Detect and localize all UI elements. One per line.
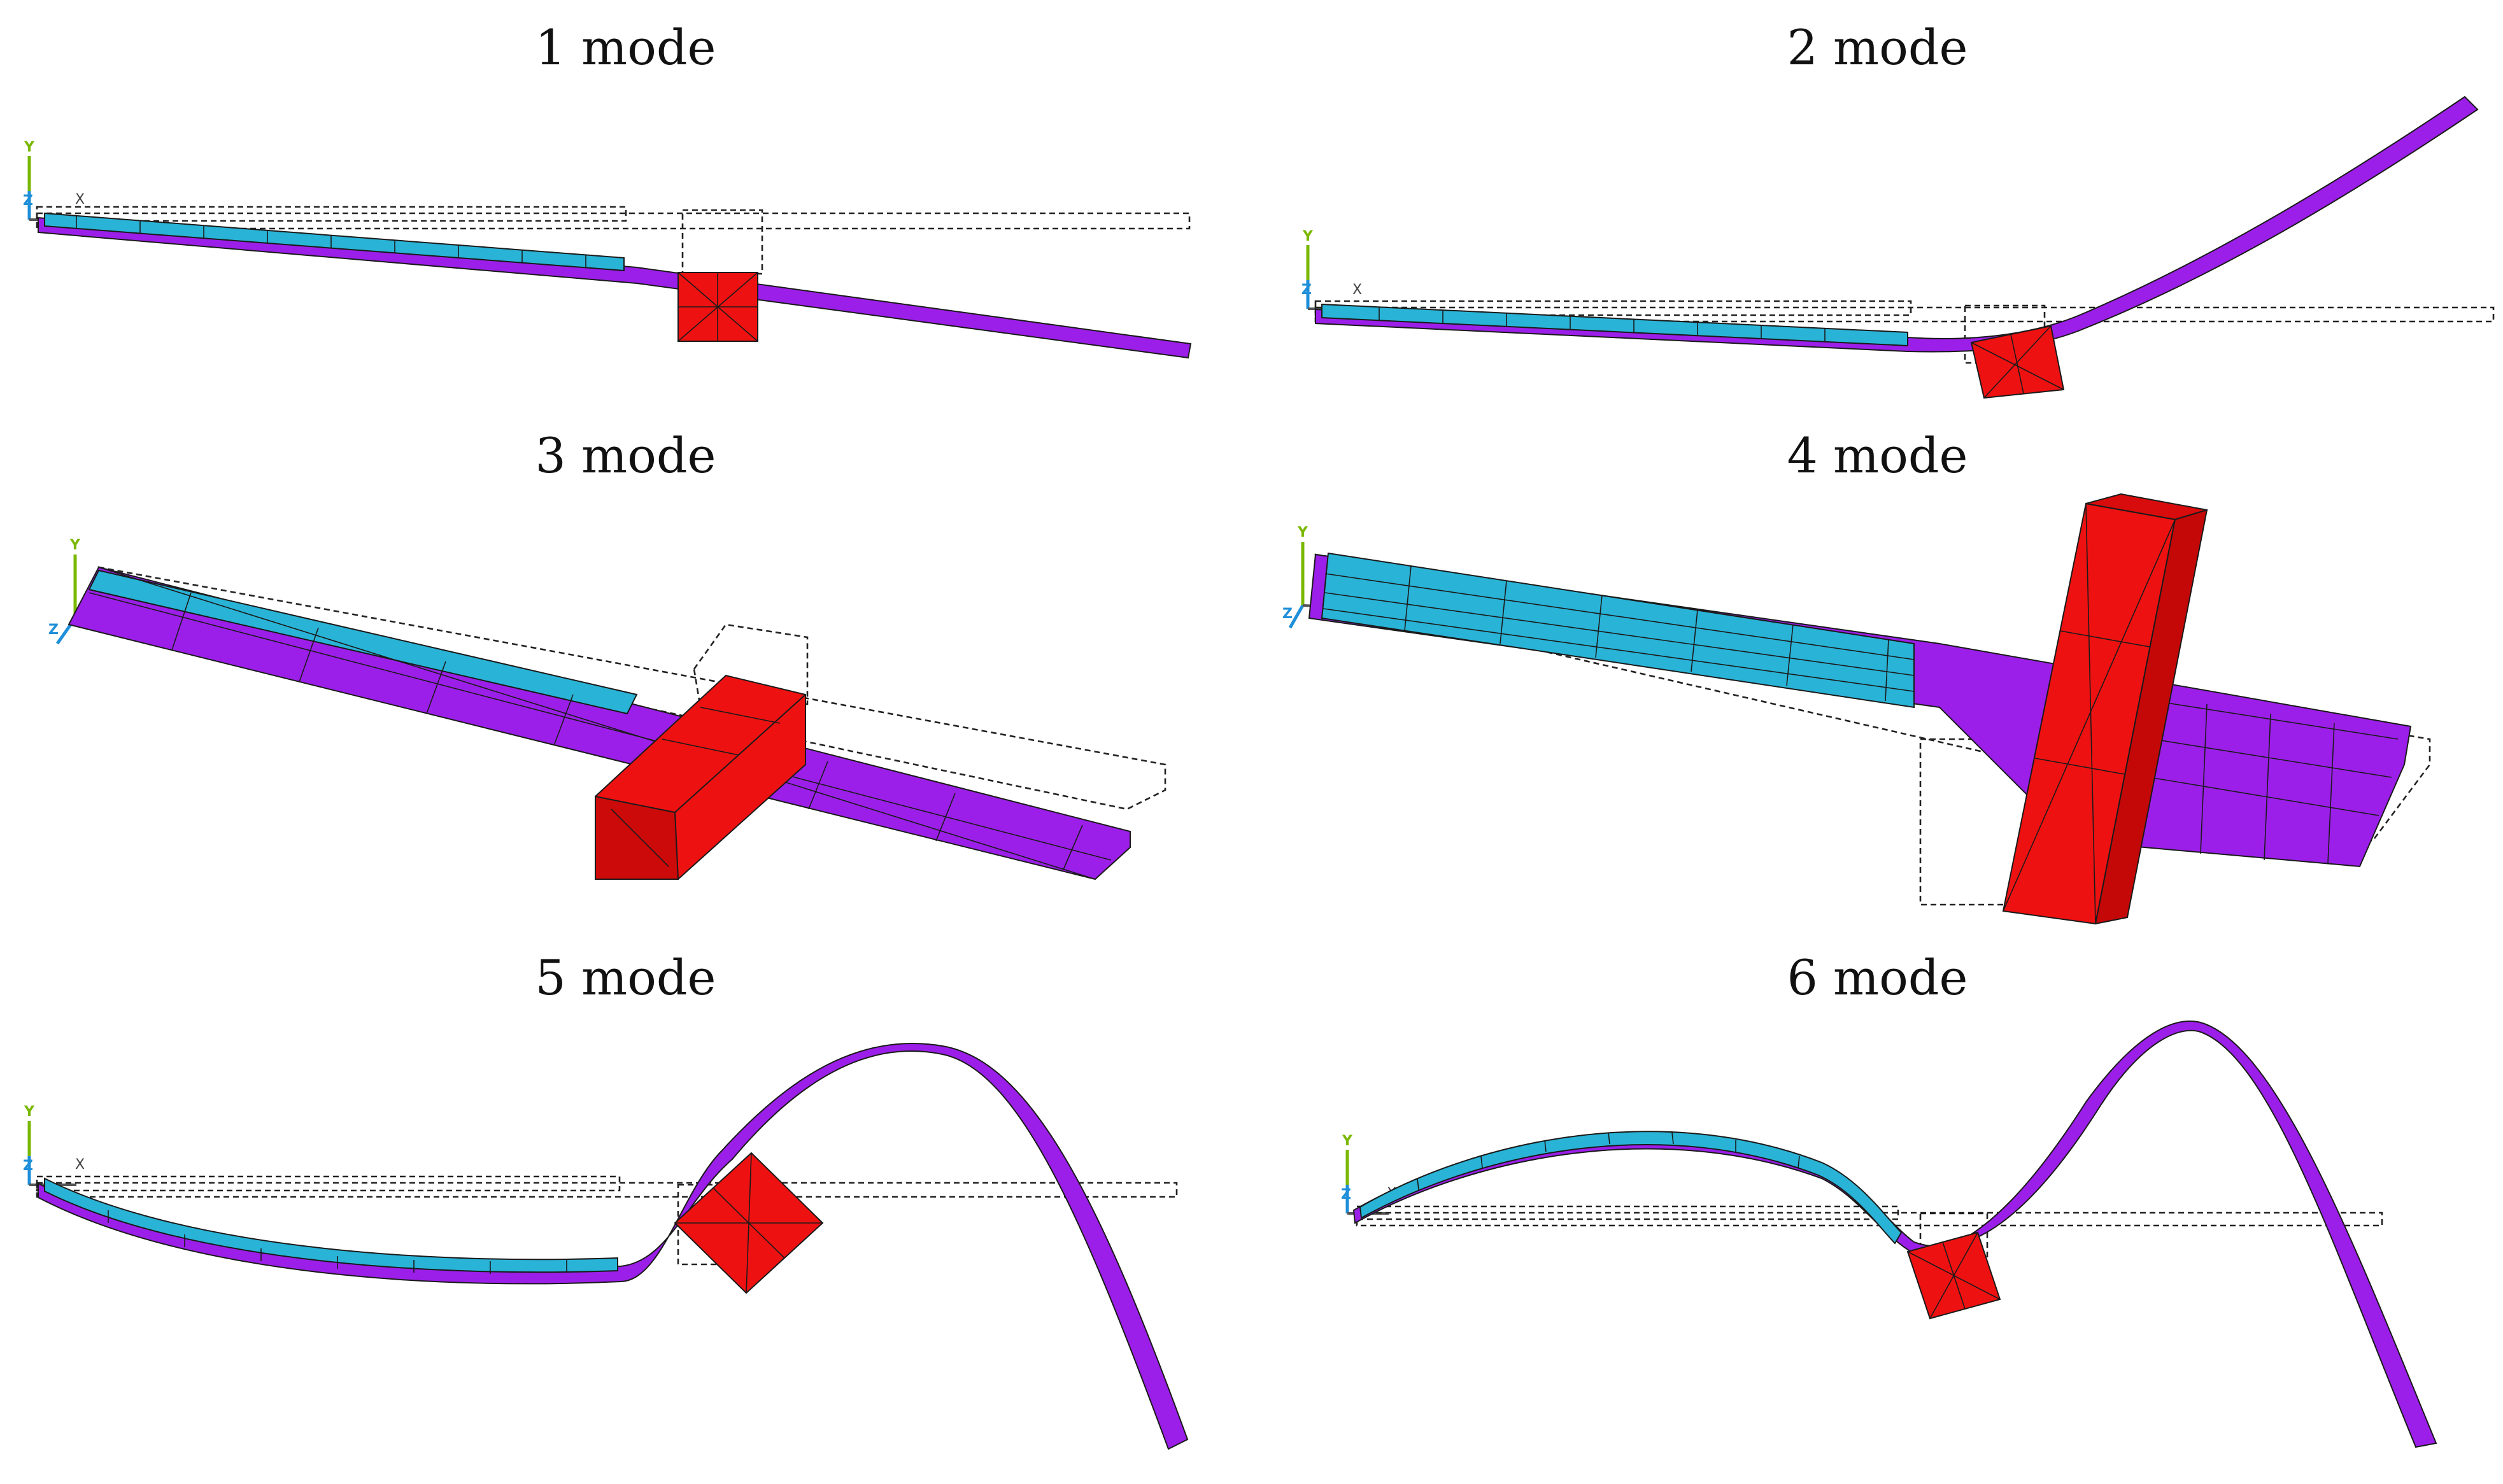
piezo-layer [44,1177,618,1273]
mode-6-title: 6 mode [1787,949,1968,1006]
piezo-layer [1321,552,1915,709]
axis-y-label: Y [1302,229,1314,244]
mode-2-title: 2 mode [1787,19,1968,76]
deformed-beam [38,216,1192,359]
axis-z-label: Z [23,193,33,209]
mode-5-panel: 5 mode Y Z X [0,930,1251,1484]
axis-x-label: X [75,1157,85,1173]
axis-y-label: Y [1297,525,1308,541]
tip-mass [2002,493,2208,925]
mode-1-title: 1 mode [535,19,716,76]
axis-x-label: X [75,192,85,208]
axis-z-label: Z [1341,1187,1351,1203]
mode-4-drawing: Y Z X [1282,493,2431,925]
mode-6-drawing: Y Z X [1341,1020,2437,1448]
piezo-layer [88,569,638,715]
beam-mesh-lines [89,567,1112,880]
tip-mass [677,272,758,342]
mode-5-title: 5 mode [535,949,716,1006]
mode-4-panel: 4 mode Y Z X [1252,408,2503,925]
mode-1-panel: 1 mode Y Z X [0,0,1251,495]
mode-2-drawing: Y Z X [1301,95,2495,399]
mode-4-title: 4 mode [1787,427,1968,484]
axis-x-label: X [1352,282,1362,298]
mode-3-panel: 3 mode Y Z X [0,408,1251,903]
axis-z-label: Z [48,622,59,638]
mode-3-drawing: Y Z X [48,537,1166,880]
mode-2-panel: 2 mode Y Z X [1252,0,2503,495]
piezo-mesh-lines [1379,307,1826,342]
mode-3-title: 3 mode [535,427,716,484]
axis-y-label: Y [69,537,81,553]
piezo-mesh-lines [108,1210,567,1274]
deformed-beam [38,1043,1189,1450]
axis-triad: Y Z X [23,1104,85,1186]
piezo-mesh-lines [76,216,586,268]
axis-y-label: Y [24,1104,35,1120]
undeformed-outline [1356,1205,2383,1285]
axis-z-label: Z [1301,282,1312,298]
mode-6-panel: 6 mode Y Z X [1252,930,2503,1484]
axis-y-label: Y [1342,1133,1353,1149]
piezo-layer [44,212,625,272]
piezo-mesh-lines [1417,1132,1800,1191]
axis-y-label: Y [24,139,35,155]
axis-triad: Y Z X [1301,229,1362,310]
axis-z-label: Z [1282,606,1293,622]
mode-5-drawing: Y Z X [23,1043,1189,1450]
tip-mass [1970,325,2065,399]
mode-1-drawing: Y Z X [23,139,1192,359]
tip-mass [595,674,806,880]
piezo-layer [1359,1131,1903,1245]
tip-mass [674,1152,824,1294]
piezo-mesh-lines [1322,565,1915,702]
deformed-beam [1315,95,2479,353]
tip-mass [1906,1231,2001,1320]
axis-z-label: Z [23,1158,33,1174]
